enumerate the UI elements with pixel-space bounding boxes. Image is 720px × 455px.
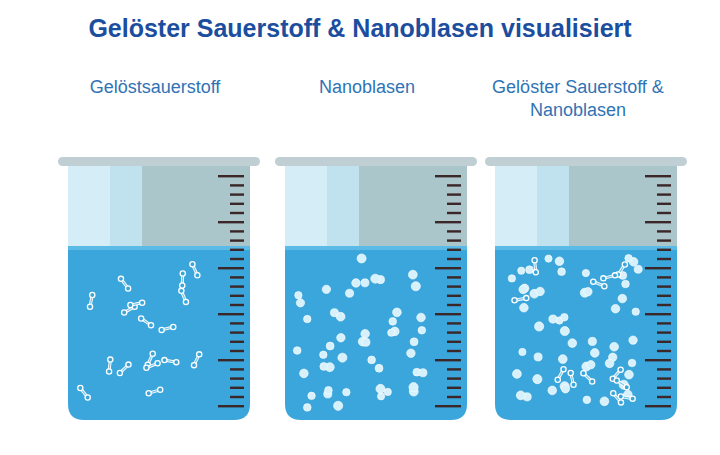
oxygen-molecule [555,367,566,383]
oxygen-molecule [180,271,186,288]
oxygen-molecule [144,361,160,371]
oxygen-molecule [78,385,91,400]
oxygen-molecule [591,279,607,289]
beaker [275,157,477,420]
beaker-heading: Nanoblasen [277,76,457,99]
oxygen-molecule [601,273,618,281]
beaker-rim [275,157,477,166]
beaker-heading: Gelöster Sauerstoff & Nanoblasen [488,76,668,121]
oxygen-molecule [179,288,189,304]
oxygen-molecule [568,370,576,387]
water [68,246,250,420]
oxygen-molecule [191,352,201,368]
beaker-heading: Gelöstsauerstoff [55,76,255,99]
oxygen-molecule [190,262,200,278]
diagram-title: Gelöster Sauerstoff & Nanoblasen visuali… [0,14,720,43]
beaker-rim [58,157,260,166]
oxygen-molecule [162,358,179,365]
oxygen-molecule [581,371,595,384]
oxygen-molecule [159,324,176,332]
beaker [58,157,260,420]
oxygen-molecule [87,292,94,309]
oxygen-molecule [532,258,538,275]
beaker [485,157,687,420]
oxygen-molecule [106,357,112,374]
water [285,246,467,420]
beaker-rim [485,157,687,166]
oxygen-molecule [614,378,629,390]
oxygen-molecule [139,316,154,328]
water [495,246,677,420]
oxygen-molecule [128,300,145,308]
oxygen-molecule [611,391,624,405]
oxygen-molecule [118,276,130,291]
oxygen-molecule [146,387,163,396]
oxygen-molecule [512,295,529,302]
oxygen-molecule [117,362,131,376]
